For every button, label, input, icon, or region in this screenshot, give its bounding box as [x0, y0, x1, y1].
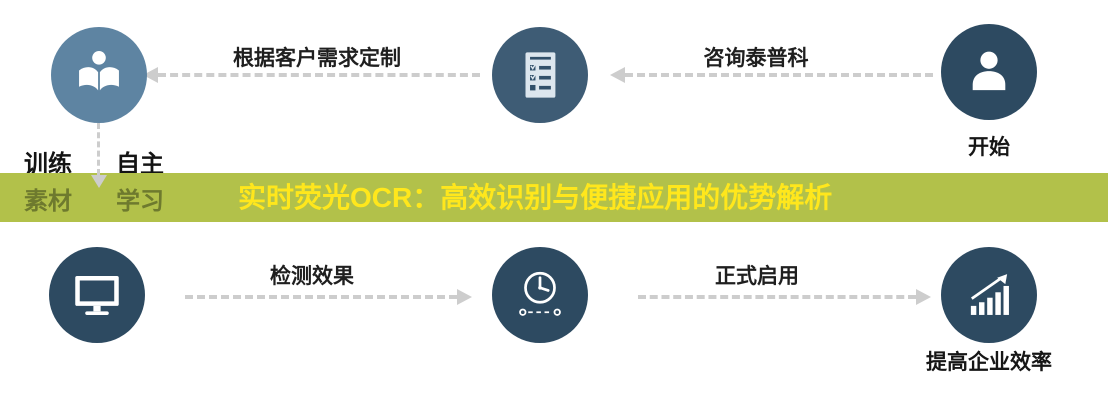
- schedule-node: [492, 247, 588, 343]
- arrowhead-left-icon: [610, 67, 625, 83]
- customize-arrow-label: 根据客户需求定制: [233, 47, 401, 70]
- arrow-detect: [185, 289, 472, 305]
- monitor-icon: [68, 266, 126, 324]
- vertical-connector: [91, 123, 107, 188]
- efficiency-node: [941, 247, 1037, 343]
- start-node-label: 开始: [968, 136, 1010, 159]
- title-banner: 实时荧光OCR：高效识别与便捷应用的优势解析: [0, 173, 1108, 222]
- consult-arrow-label: 咨询泰普科: [703, 47, 809, 70]
- self-learning-label-line2: 学习: [116, 188, 164, 215]
- requirements-node: [492, 27, 588, 123]
- training-material-label-line2: 素材: [24, 188, 72, 215]
- training-node: [51, 27, 147, 123]
- arrowhead-right-icon: [457, 289, 472, 305]
- arrowhead-right-icon: [916, 289, 931, 305]
- detect-arrow-label: 检测效果: [270, 265, 354, 288]
- start-node: [941, 24, 1037, 120]
- arrow-customize: [143, 67, 480, 83]
- person-icon: [960, 43, 1018, 101]
- chart-icon: [960, 266, 1018, 324]
- efficiency-node-label: 提高企业效率: [926, 351, 1052, 374]
- page-title: 实时荧光OCR：高效识别与便捷应用的优势解析: [238, 182, 833, 213]
- reading-person-icon: [70, 46, 128, 104]
- clock-icon: [511, 266, 569, 324]
- arrow-launch: [638, 289, 931, 305]
- arrow-consult: [610, 67, 933, 83]
- launch-arrow-label: 正式启用: [715, 265, 799, 288]
- arrowhead-down-icon: [91, 175, 107, 188]
- checklist-icon: [511, 46, 569, 104]
- detect-node: [49, 247, 145, 343]
